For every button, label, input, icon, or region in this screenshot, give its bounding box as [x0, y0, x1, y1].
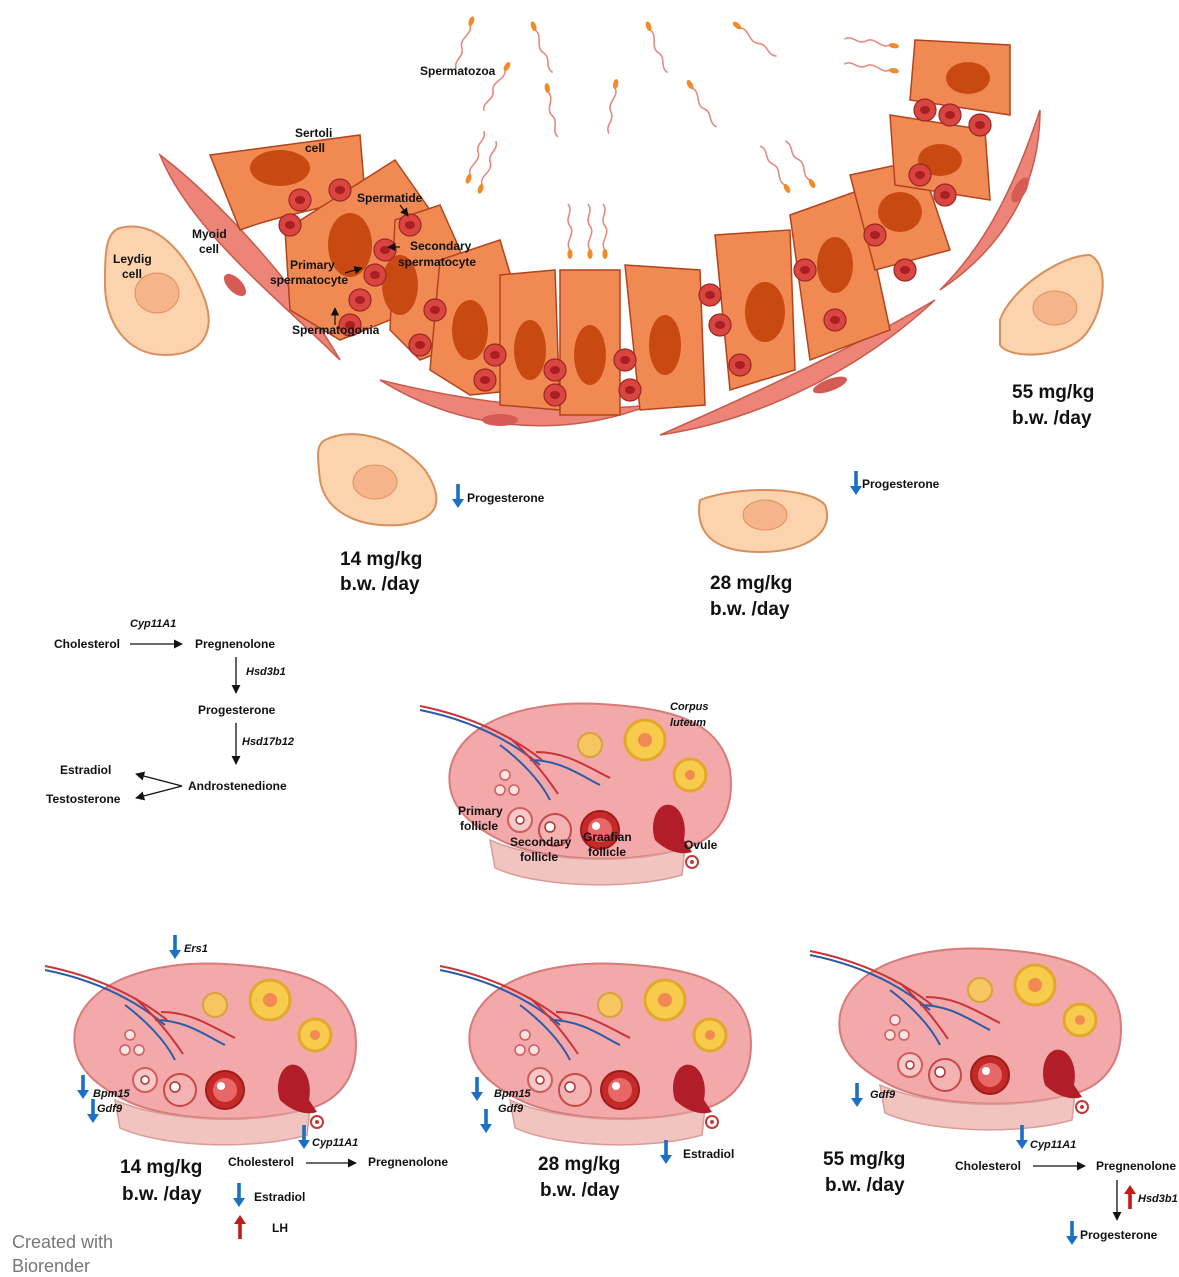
- label-myoid-2: cell: [199, 242, 219, 256]
- ovary-14-dose-line1: 14 mg/kg: [120, 1157, 202, 1178]
- ovary-14-bpm15: Bpm15: [93, 1088, 131, 1100]
- ovary-illustration: [420, 704, 731, 885]
- ovary-55-cyp11a1: Cyp11A1: [1030, 1139, 1076, 1151]
- ovary-14-lh: LH: [272, 1221, 288, 1235]
- ovary-55-hsd3b1: Hsd3b1: [1138, 1193, 1178, 1205]
- pathway-cholesterol: Cholesterol: [54, 637, 120, 651]
- testis-28-effect: Progesterone: [862, 477, 940, 491]
- ovary-28-estradiol: Estradiol: [683, 1147, 734, 1161]
- pathway-hsd3b1: Hsd3b1: [246, 666, 286, 678]
- label-corpus-1: Corpus: [670, 701, 709, 713]
- pathway-progesterone: Progesterone: [198, 703, 276, 717]
- arrow-down-icon: [850, 471, 862, 495]
- pathway-hsd17b12: Hsd17b12: [242, 736, 294, 748]
- arrow-down-icon: [77, 1075, 89, 1099]
- label-sertoli-1: Sertoli: [295, 126, 332, 140]
- arrow-down-icon: [471, 1077, 483, 1101]
- arrow-down-icon: [1066, 1221, 1078, 1245]
- label-secondary-follicle-1: Secondary: [510, 835, 572, 849]
- arrow-down-icon: [452, 484, 464, 508]
- sertoli-cells: [210, 40, 1010, 415]
- steroid-pathway: Cholesterol Cyp11A1 Pregnenolone Hsd3b1 …: [46, 618, 294, 806]
- label-spermatozoa: Spermatozoa: [420, 64, 496, 78]
- ovary-14-cyp11a1: Cyp11A1: [312, 1137, 358, 1149]
- label-secondary-2: spermatocyte: [398, 255, 476, 269]
- label-graafian-2: follicle: [588, 845, 626, 859]
- label-myoid-1: Myoid: [192, 227, 227, 241]
- label-secondary-follicle-2: follicle: [520, 850, 558, 864]
- testis-55-dose-line1: 55 mg/kg: [1012, 382, 1094, 403]
- ovary-dose-55: Gdf9 Cyp11A1 Cholesterol Pregnenolone Hs…: [810, 949, 1178, 1245]
- ovary-14-gdf9: Gdf9: [97, 1103, 123, 1115]
- testis-14-effect: Progesterone: [467, 491, 545, 505]
- ovary-28-dose-line1: 28 mg/kg: [538, 1154, 620, 1175]
- pathway-androstenedione: Androstenedione: [188, 779, 287, 793]
- label-spermatogonia: Spermatogonia: [292, 323, 380, 337]
- testis-55-dose-line2: b.w. /day: [1012, 408, 1092, 429]
- label-primary-1: Primary: [290, 258, 335, 272]
- testis-28-dose-line1: 28 mg/kg: [710, 573, 792, 594]
- ovary-28-gdf9: Gdf9: [498, 1103, 524, 1115]
- ovary-55-dose-line2: b.w. /day: [825, 1175, 905, 1196]
- arrow-down-icon: [233, 1183, 245, 1207]
- arrow-up-icon: [1124, 1185, 1136, 1209]
- label-corpus-2: luteum: [670, 717, 706, 729]
- ovary-55-gdf9: Gdf9: [870, 1089, 896, 1101]
- testis-28-dose-line2: b.w. /day: [710, 599, 790, 620]
- credit-line2: Biorender: [12, 1256, 90, 1276]
- ovary-reference: Corpus luteum Primary follicle Secondary…: [420, 701, 731, 885]
- label-graafian-1: Graafian: [583, 830, 632, 844]
- arrow-down-icon: [169, 935, 181, 959]
- label-primary-follicle-2: follicle: [460, 819, 498, 833]
- ovary-14-estradiol: Estradiol: [254, 1190, 305, 1204]
- arrow-down-icon: [480, 1109, 492, 1133]
- ovary-14-cholesterol: Cholesterol: [228, 1155, 294, 1169]
- ovary-14-dose-line2: b.w. /day: [122, 1184, 202, 1205]
- label-sertoli-2: cell: [305, 141, 325, 155]
- testis-section: Spermatozoa Sertoli cell Spermatide Myoi…: [105, 16, 1103, 620]
- label-leydig-2: cell: [122, 267, 142, 281]
- arrow-up-icon: [234, 1215, 246, 1239]
- ovary-55-pregnenolone: Pregnenolone: [1096, 1159, 1176, 1173]
- ovary-55-cholesterol: Cholesterol: [955, 1159, 1021, 1173]
- ovary-55-progesterone: Progesterone: [1080, 1228, 1158, 1242]
- label-spermatide: Spermatide: [357, 191, 423, 205]
- ovary-dose-14: Ers1 Bpm15 Gdf9 Cyp11A1 Cholesterol Preg…: [45, 935, 448, 1239]
- ovary-14-ers1: Ers1: [184, 943, 208, 955]
- ovary-14-pregnenolone: Pregnenolone: [368, 1155, 448, 1169]
- ovary-28-bpm15: Bpm15: [494, 1088, 532, 1100]
- testis-dose-55: 55 mg/kg b.w. /day: [1012, 382, 1094, 429]
- testis-14-dose-line1: 14 mg/kg: [340, 549, 422, 570]
- ovary-55-dose-line1: 55 mg/kg: [823, 1149, 905, 1170]
- ovary-28-dose-line2: b.w. /day: [540, 1180, 620, 1201]
- label-primary-follicle-1: Primary: [458, 804, 503, 818]
- pathway-testosterone: Testosterone: [46, 792, 121, 806]
- pathway-estradiol: Estradiol: [60, 763, 111, 777]
- pathway-pregnenolone: Pregnenolone: [195, 637, 275, 651]
- label-ovule: Ovule: [684, 838, 718, 852]
- arrow-down-icon: [851, 1083, 863, 1107]
- pathway-cyp11a1: Cyp11A1: [130, 618, 176, 630]
- ovary-dose-28: Bpm15 Gdf9 Estradiol 28 mg/kg b.w. /day: [440, 964, 751, 1201]
- arrow-down-icon: [660, 1140, 672, 1164]
- testis-14-dose-line2: b.w. /day: [340, 574, 420, 595]
- credit-line1: Created with: [12, 1232, 113, 1252]
- label-primary-2: spermatocyte: [270, 273, 348, 287]
- label-secondary-1: Secondary: [410, 239, 472, 253]
- label-leydig-1: Leydig: [113, 252, 152, 266]
